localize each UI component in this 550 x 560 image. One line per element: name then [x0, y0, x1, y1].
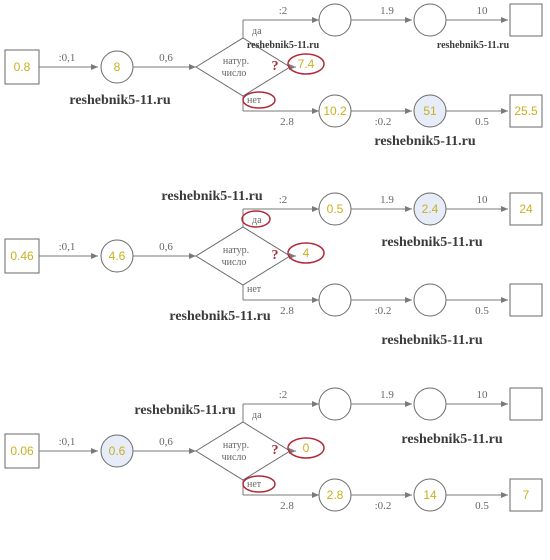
yes-op2: 1.9	[380, 5, 394, 17]
no-label: нет	[247, 95, 262, 106]
circle-no-2-value: 51	[423, 104, 437, 118]
yes-op3: 10	[477, 194, 489, 206]
op-mul-06: 0,6	[159, 52, 173, 64]
result-oval	[287, 242, 325, 264]
op-div-01: :0,1	[59, 52, 76, 64]
cond-line2: число	[222, 257, 247, 268]
yes-op2: 1.9	[380, 389, 394, 401]
yes-op1: :2	[279, 389, 288, 401]
watermark: reshebnik5-11.ru	[69, 93, 170, 108]
cond-question: ?	[272, 248, 279, 263]
yes-op3: 10	[477, 5, 489, 17]
circle-step1-value: 0.6	[109, 444, 126, 458]
end-box-no	[509, 283, 543, 317]
no-mark	[242, 91, 276, 109]
cond-result: 4	[303, 246, 310, 260]
yes-label: да	[252, 215, 262, 226]
circle-yes-2-value: 2.4	[422, 202, 439, 216]
start-box-value: 0.8	[14, 60, 31, 74]
watermark: reshebnik5-11.ru	[134, 403, 235, 418]
yes-label: да	[252, 410, 262, 421]
no-op3: 0.5	[475, 305, 489, 317]
yes-label: да	[252, 26, 262, 37]
end-box-yes	[509, 387, 543, 421]
circle-no-2-value: 14	[423, 488, 437, 502]
no-op2: :0.2	[375, 500, 392, 512]
end-box-no	[509, 478, 543, 512]
cond-result: 0	[303, 441, 310, 455]
circle-yes-2	[413, 387, 447, 421]
yes-op3: 10	[477, 389, 489, 401]
circle-step1-value: 8	[114, 60, 121, 74]
start-box	[4, 238, 40, 274]
no-op2: :0.2	[375, 116, 392, 128]
watermark: reshebnik5-11.ru	[247, 40, 320, 51]
yes-op1: :2	[279, 194, 288, 206]
cond-line2: число	[222, 452, 247, 463]
circle-yes-1-value: 0.5	[327, 202, 344, 216]
watermark: reshebnik5-11.ru	[381, 333, 482, 348]
watermark: reshebnik5-11.ru	[401, 432, 502, 447]
no-op1: 2.8	[280, 305, 294, 317]
no-op3: 0.5	[475, 500, 489, 512]
circle-yes-2	[413, 3, 447, 37]
cond-result: 7.4	[298, 57, 315, 71]
cond-line1: натур.	[223, 56, 249, 67]
circle-yes-1	[318, 3, 352, 37]
end-box-no-value: 25.5	[514, 104, 538, 118]
no-op2: :0.2	[375, 305, 392, 317]
circle-no-1-value: 10.2	[323, 104, 347, 118]
start-box-value: 0.46	[10, 249, 34, 263]
end-box-yes-value: 24	[519, 202, 533, 216]
watermark: reshebnik5-11.ru	[437, 40, 510, 51]
yes-op2: 1.9	[380, 194, 394, 206]
end-box-no-value: 7	[523, 488, 530, 502]
end-box-yes	[509, 3, 543, 37]
op-mul-06: 0,6	[159, 436, 173, 448]
no-mark	[242, 475, 276, 493]
watermark: reshebnik5-11.ru	[169, 309, 270, 324]
cond-line1: натур.	[223, 245, 249, 256]
end-box-yes	[509, 192, 543, 226]
yes-mark	[241, 210, 271, 228]
result-oval	[287, 53, 325, 75]
no-op1: 2.8	[280, 116, 294, 128]
op-mul-06: 0,6	[159, 241, 173, 253]
circle-no-1-value: 2.8	[327, 488, 344, 502]
circle-no-1	[318, 283, 352, 317]
op-div-01: :0,1	[59, 436, 76, 448]
circle-no-2	[413, 283, 447, 317]
result-oval	[287, 437, 325, 459]
yes-op1: :2	[279, 5, 288, 17]
no-label: нет	[247, 479, 262, 490]
start-box	[4, 49, 40, 85]
cond-question: ?	[272, 443, 279, 458]
watermark: reshebnik5-11.ru	[381, 235, 482, 250]
circle-yes-1	[318, 387, 352, 421]
op-div-01: :0,1	[59, 241, 76, 253]
cond-line2: число	[222, 68, 247, 79]
cond-line1: натур.	[223, 440, 249, 451]
no-label: нет	[247, 284, 262, 295]
no-op3: 0.5	[475, 116, 489, 128]
start-box-value: 0.06	[10, 444, 34, 458]
no-op1: 2.8	[280, 500, 294, 512]
circle-step1-value: 4.6	[109, 249, 126, 263]
watermark: reshebnik5-11.ru	[161, 189, 262, 204]
start-box	[4, 433, 40, 469]
cond-question: ?	[272, 59, 279, 74]
end-box-no	[509, 94, 543, 128]
watermark: reshebnik5-11.ru	[374, 134, 475, 149]
